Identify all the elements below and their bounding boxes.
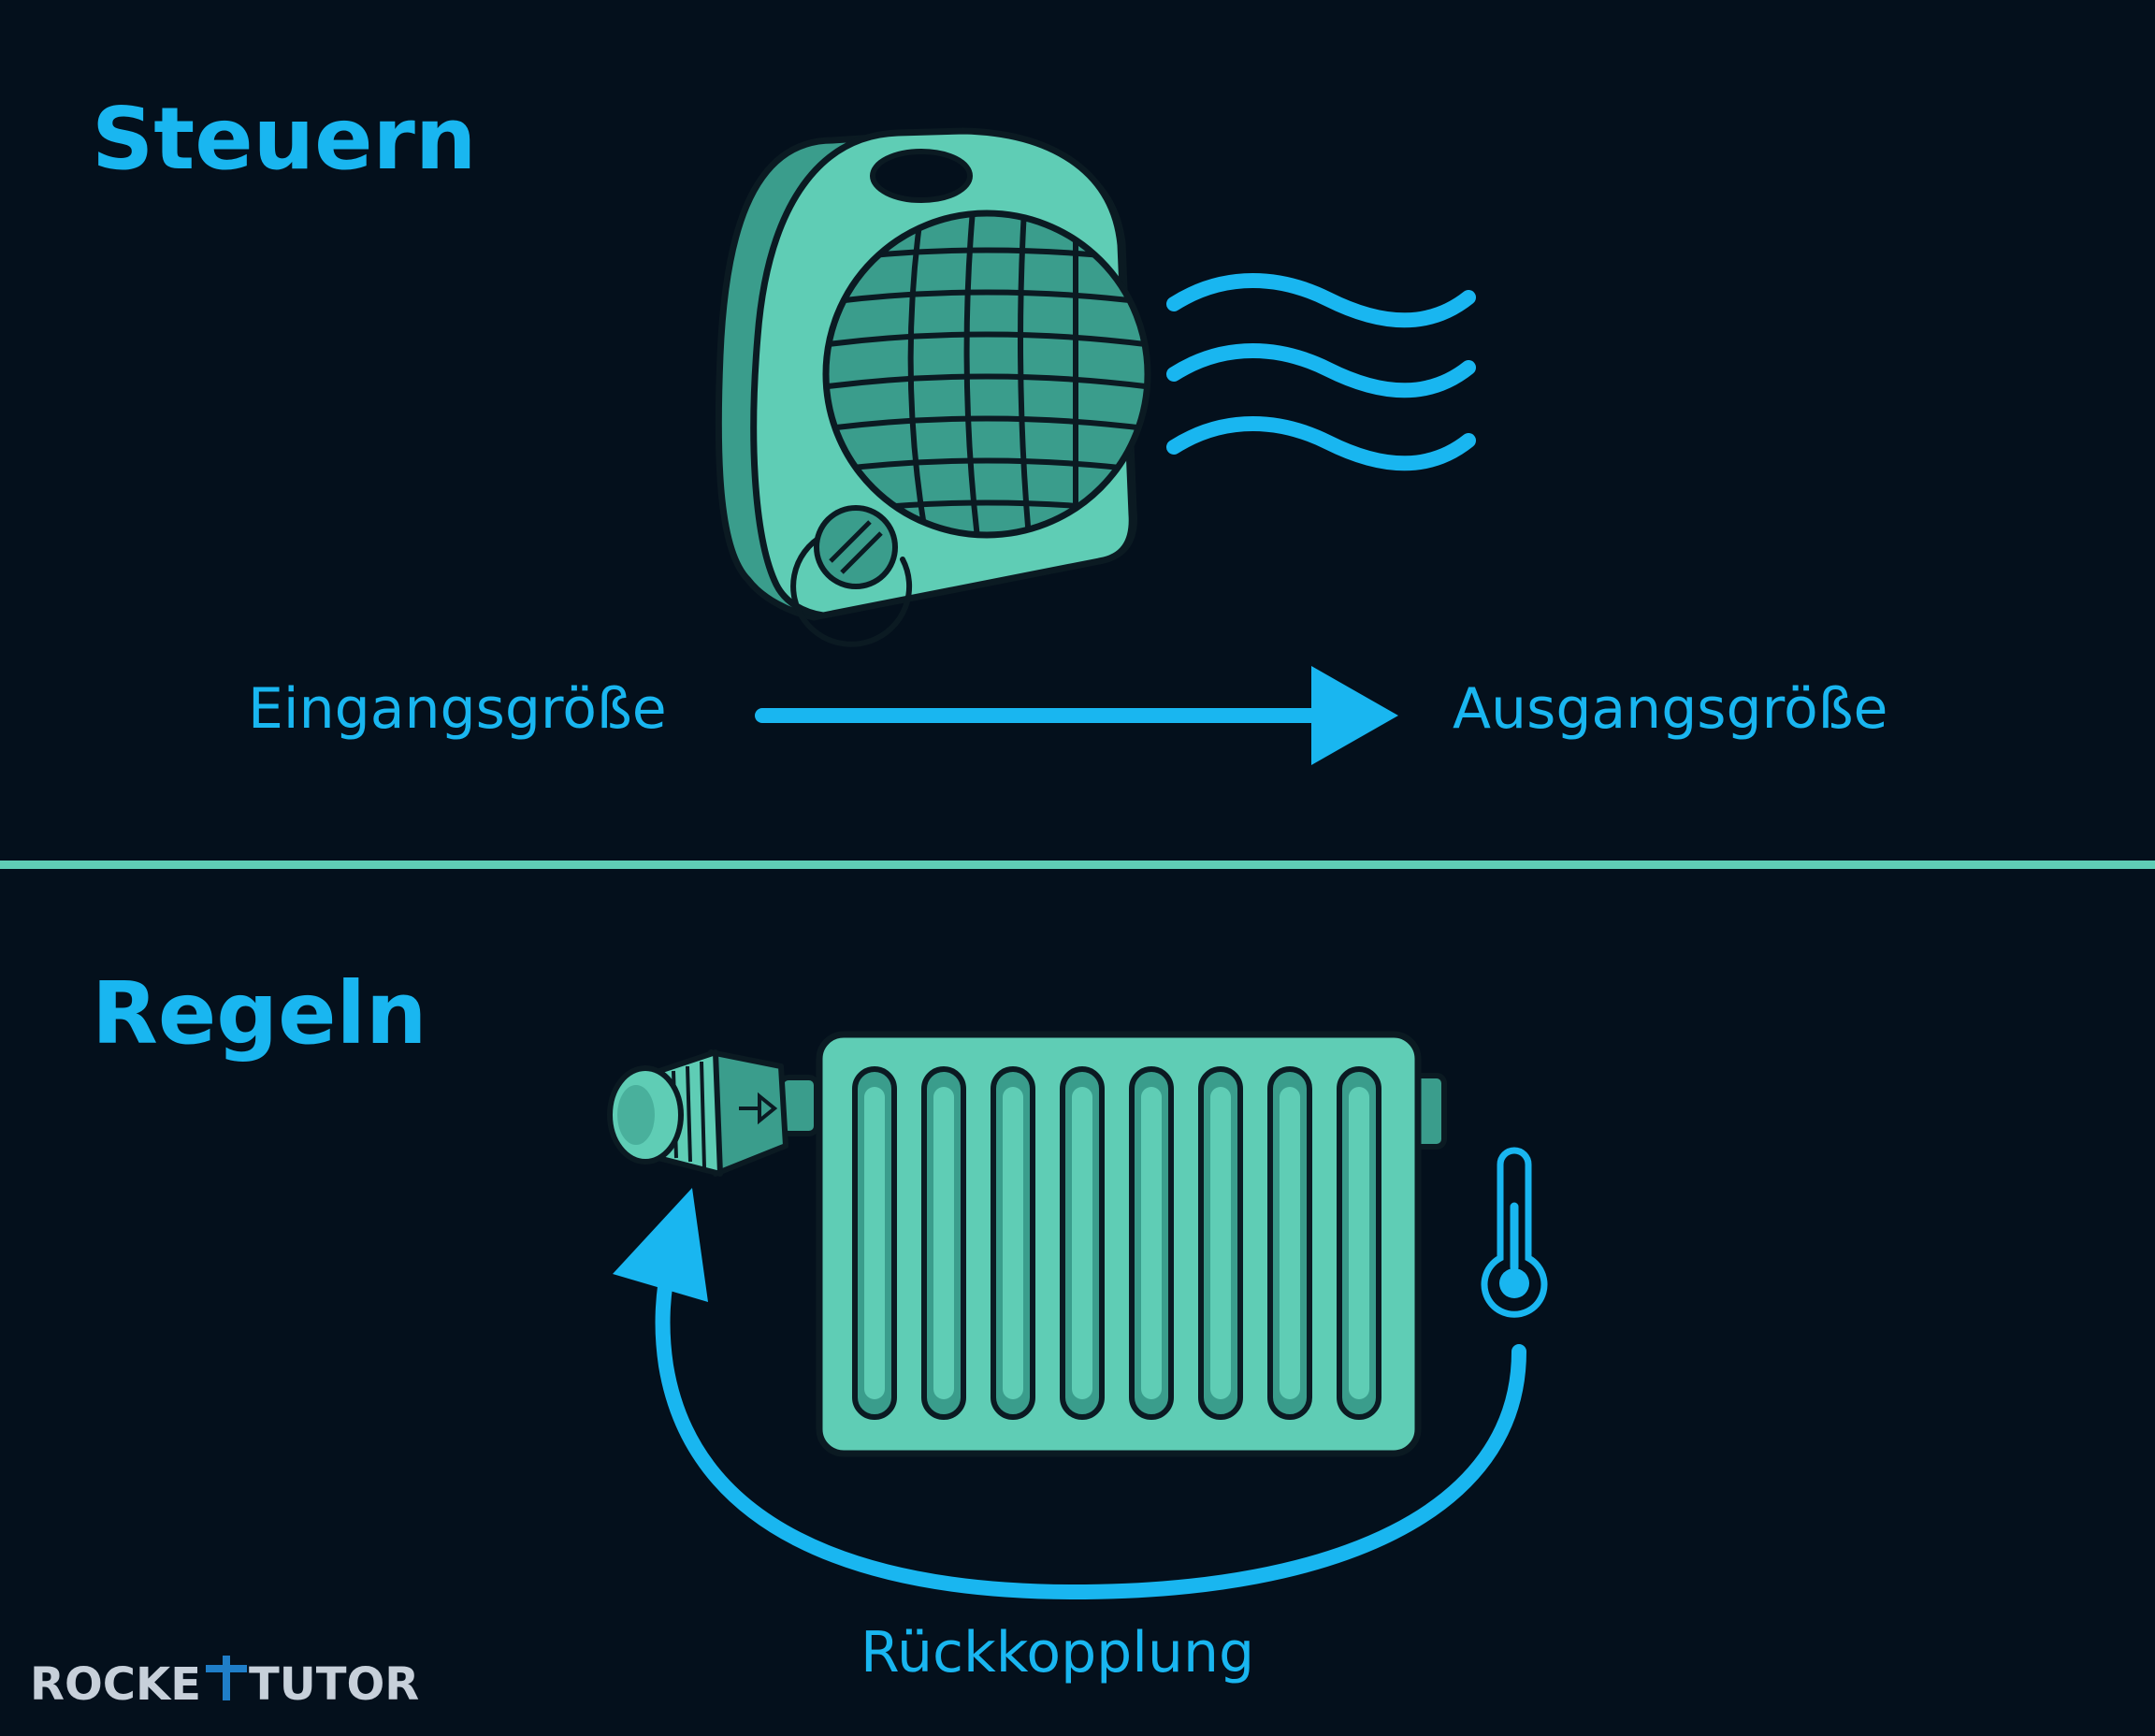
steuern-title: Steuern xyxy=(92,89,476,189)
feedback-loop-arrow xyxy=(613,1188,1526,1600)
fan-heater-icon xyxy=(715,127,1151,647)
signal-arrow xyxy=(755,666,1398,765)
fan-grille xyxy=(822,210,1151,539)
rocket-tutor-logo: ROCKE TUTOR xyxy=(30,1656,419,1711)
output-label: Ausgangsgröße xyxy=(1453,676,1887,742)
regeln-title: Regeln xyxy=(92,963,427,1063)
regeln-section: Regeln xyxy=(92,963,1548,1685)
fan-knob xyxy=(790,505,913,647)
radiator-icon xyxy=(778,1031,1447,1457)
feedback-label: Rückkopplung xyxy=(861,1620,1254,1685)
section-divider xyxy=(0,861,2155,869)
input-label: Eingangsgröße xyxy=(248,676,667,742)
brand-text-part2: TUTOR xyxy=(249,1658,419,1711)
steuern-section: Steuern xyxy=(92,89,1887,765)
thermostat-valve-icon xyxy=(607,1049,788,1177)
thermometer-icon xyxy=(1481,1147,1548,1318)
brand-text-part1: ROCKE xyxy=(30,1658,201,1711)
heat-waves-icon xyxy=(1166,273,1476,471)
